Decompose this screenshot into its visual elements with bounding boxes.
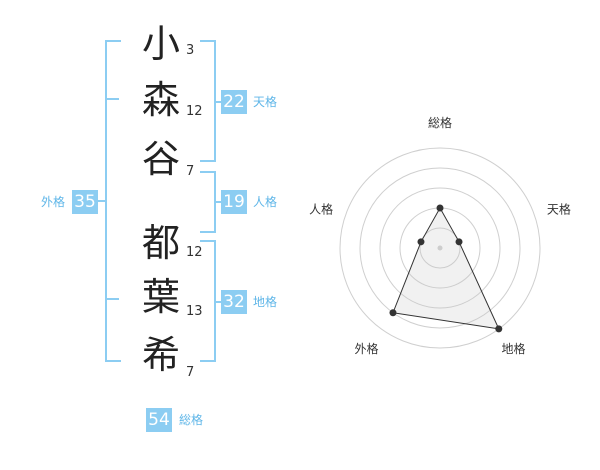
gaikaku-bracket-connector bbox=[97, 200, 107, 202]
radar-ring bbox=[359, 167, 521, 329]
radar-ring bbox=[379, 187, 501, 309]
radar-ring bbox=[339, 147, 541, 349]
radar-axis-label-1: 総格 bbox=[428, 115, 452, 130]
gaikaku-label: 外格 bbox=[41, 195, 66, 209]
stroke-count-3: 7 bbox=[186, 164, 195, 179]
chikaku-label: 地格 bbox=[253, 295, 278, 309]
radar-point-1 bbox=[436, 204, 444, 212]
stroke-count-4: 12 bbox=[186, 245, 203, 260]
gaikaku-bracket-tick bbox=[105, 98, 119, 100]
gaikaku-bracket-tick bbox=[105, 298, 119, 300]
radar-point-2 bbox=[455, 238, 463, 246]
radar-point-3 bbox=[495, 325, 503, 333]
stroke-count-1: 3 bbox=[186, 43, 195, 58]
radar-axis-label-2: 天格 bbox=[547, 201, 571, 216]
fortune-radar-chart: 総格天格地格 外格 人格 bbox=[300, 100, 590, 390]
soukaku-badge: 54 bbox=[146, 408, 172, 432]
stroke-count-6: 7 bbox=[186, 365, 195, 380]
name-char-5: 葉 bbox=[141, 275, 180, 319]
tenkaku-label: 天格 bbox=[253, 95, 278, 109]
radar-center bbox=[437, 245, 443, 251]
tenkaku-bracket-connector bbox=[214, 101, 222, 103]
radar-axis-label-5: 人格 bbox=[309, 201, 333, 216]
radar-ring bbox=[419, 227, 461, 269]
jinkaku-label: 人格 bbox=[253, 195, 278, 209]
name-char-2: 森 bbox=[141, 78, 180, 122]
gaikaku-bracket bbox=[105, 40, 121, 362]
radar-axis-label-4: 外格 bbox=[354, 341, 378, 356]
tenkaku-badge: 22 bbox=[221, 90, 247, 114]
name-char-4: 都 bbox=[141, 221, 180, 265]
jinkaku-badge: 19 bbox=[221, 190, 247, 214]
name-char-6: 希 bbox=[141, 333, 180, 377]
radar-point-4 bbox=[389, 309, 397, 317]
soukaku-label: 総格 bbox=[179, 413, 204, 427]
gaikaku-badge: 35 bbox=[72, 190, 98, 214]
radar-axis-label-3: 地格 bbox=[501, 341, 525, 356]
name-char-3: 谷 bbox=[141, 137, 180, 181]
radar-point-5 bbox=[417, 238, 425, 246]
name-char-1: 小 bbox=[141, 22, 180, 66]
jinkaku-bracket-connector bbox=[214, 201, 222, 203]
stroke-count-5: 13 bbox=[186, 304, 203, 319]
stroke-count-2: 12 bbox=[186, 104, 203, 119]
chikaku-badge: 32 bbox=[221, 290, 247, 314]
chikaku-bracket-connector bbox=[214, 301, 222, 303]
radar-series-polygon bbox=[392, 206, 500, 330]
